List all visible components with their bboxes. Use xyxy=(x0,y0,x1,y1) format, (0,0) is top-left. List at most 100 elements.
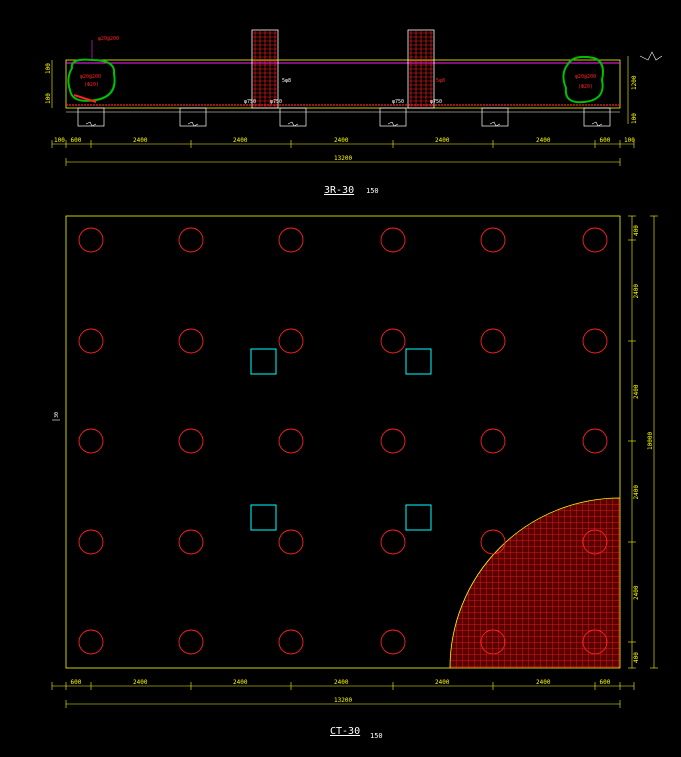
pile-circle xyxy=(582,428,608,454)
highlight-cloud-right xyxy=(562,55,604,104)
pile-circle xyxy=(380,629,406,655)
rebar-label-left: φ20@200 xyxy=(80,74,101,80)
pile-circle xyxy=(178,629,204,655)
pile-circle xyxy=(78,629,104,655)
pile-circle xyxy=(278,227,304,253)
stirrup-tag-4: φ750 xyxy=(430,99,442,105)
dimension-label: 2400 xyxy=(435,679,450,686)
pile-break-mark xyxy=(591,121,603,127)
column-tag-left: 5φ8 xyxy=(282,78,291,84)
dimension-label: 2400 xyxy=(133,679,148,686)
pile-circle xyxy=(278,629,304,655)
dimension-label: 2400 xyxy=(133,137,148,144)
plan-title: CT-30 xyxy=(330,726,360,737)
column-right xyxy=(407,29,435,109)
column-square xyxy=(405,504,432,531)
right-total-label: 10000 xyxy=(647,432,654,450)
dimension-label: 600 xyxy=(600,679,611,686)
plan-section: 30 400 2400 2400 2400 2400 400 10000 600 2400 24… xyxy=(51,215,658,740)
pile-circle xyxy=(78,428,104,454)
left-height-upper: 100 xyxy=(45,63,52,74)
column-square xyxy=(250,348,277,375)
elevation-scale: 150 xyxy=(366,187,379,195)
pile-break-mark xyxy=(287,121,299,127)
pile-circle xyxy=(278,529,304,555)
beam-outline xyxy=(65,59,621,109)
side-label: 30 xyxy=(54,412,60,418)
pile-circle xyxy=(78,529,104,555)
rebar-label-left-sub: (Ф20) xyxy=(84,82,99,88)
stirrup-tag-3: φ750 xyxy=(392,99,404,105)
plan-outline xyxy=(65,215,621,669)
pile-circle xyxy=(480,629,506,655)
pile-stub xyxy=(583,107,611,127)
right-dimension-label: 2400 xyxy=(633,585,640,600)
column-left xyxy=(251,29,279,109)
right-dimension-label: 2400 xyxy=(633,485,640,500)
column-tag-right: 5φ8 xyxy=(436,78,445,84)
pile-circle xyxy=(582,328,608,354)
total-dimension-label: 13200 xyxy=(334,697,352,704)
elevation-section: φ20@200 (Ф20) φ20@200 (Ф20) φ20@200 5φ8 … xyxy=(45,29,663,196)
dimension-label: 600 xyxy=(600,137,611,144)
column-square xyxy=(250,504,277,531)
pile-circle xyxy=(380,529,406,555)
dimension-label: 600 xyxy=(71,137,82,144)
total-dimension-label: 13200 xyxy=(334,155,352,162)
pile-circle xyxy=(178,529,204,555)
highlight-cloud-left xyxy=(67,58,116,102)
pile-circle xyxy=(178,328,204,354)
rebar-label-right: φ20@200 xyxy=(575,74,596,80)
pile-circle xyxy=(278,428,304,454)
plan-right-dimension-chain: 400 2400 2400 2400 2400 400 10000 xyxy=(628,215,658,669)
dimension-label: 2400 xyxy=(233,137,248,144)
right-height-bottom: 100 xyxy=(631,113,638,124)
right-dimension-label: 2400 xyxy=(633,384,640,399)
pile-break-mark xyxy=(387,121,399,127)
column-square xyxy=(405,348,432,375)
rebar-label-right-sub: (Ф20) xyxy=(578,84,593,90)
dimension-label: 2400 xyxy=(334,137,349,144)
dimension-label: 2400 xyxy=(536,137,551,144)
right-height-main: 1200 xyxy=(631,75,638,90)
pile-stub xyxy=(77,107,105,127)
dimension-label: 2400 xyxy=(334,679,349,686)
pile-circle xyxy=(380,227,406,253)
pile-circle xyxy=(178,227,204,253)
pile-stub xyxy=(179,107,207,127)
dimension-label: 100 xyxy=(624,137,635,144)
pile-circle xyxy=(582,529,608,555)
pile-break-mark xyxy=(85,121,97,127)
stirrup-tag-1: φ750 xyxy=(244,99,256,105)
pile-circle xyxy=(380,428,406,454)
dimension-label: 2400 xyxy=(536,679,551,686)
dimension-label: 2400 xyxy=(233,679,248,686)
pile-circle xyxy=(480,529,506,555)
pile-circle xyxy=(480,428,506,454)
pile-circle xyxy=(480,328,506,354)
pile-circle xyxy=(480,227,506,253)
pile-grid xyxy=(78,227,608,655)
pile-circle xyxy=(78,227,104,253)
pile-circle xyxy=(178,428,204,454)
plan-scale: 150 xyxy=(370,732,383,740)
pile-stub xyxy=(481,107,509,127)
break-symbol xyxy=(639,51,663,61)
pile-break-mark xyxy=(187,121,199,127)
pile-circle xyxy=(582,629,608,655)
dimension-label: 2400 xyxy=(435,137,450,144)
pile-stubs xyxy=(66,107,620,127)
pile-circle xyxy=(582,227,608,253)
pile-stub xyxy=(279,107,307,127)
hatched-region xyxy=(449,497,620,668)
pile-stub xyxy=(379,107,407,127)
right-dimension-label: 400 xyxy=(633,652,640,663)
pile-circle xyxy=(278,328,304,354)
pile-circle xyxy=(78,328,104,354)
right-dimension-label: 2400 xyxy=(633,284,640,299)
stirrup-tag-2: φ750 xyxy=(270,99,282,105)
right-dimension-label: 400 xyxy=(633,225,640,236)
